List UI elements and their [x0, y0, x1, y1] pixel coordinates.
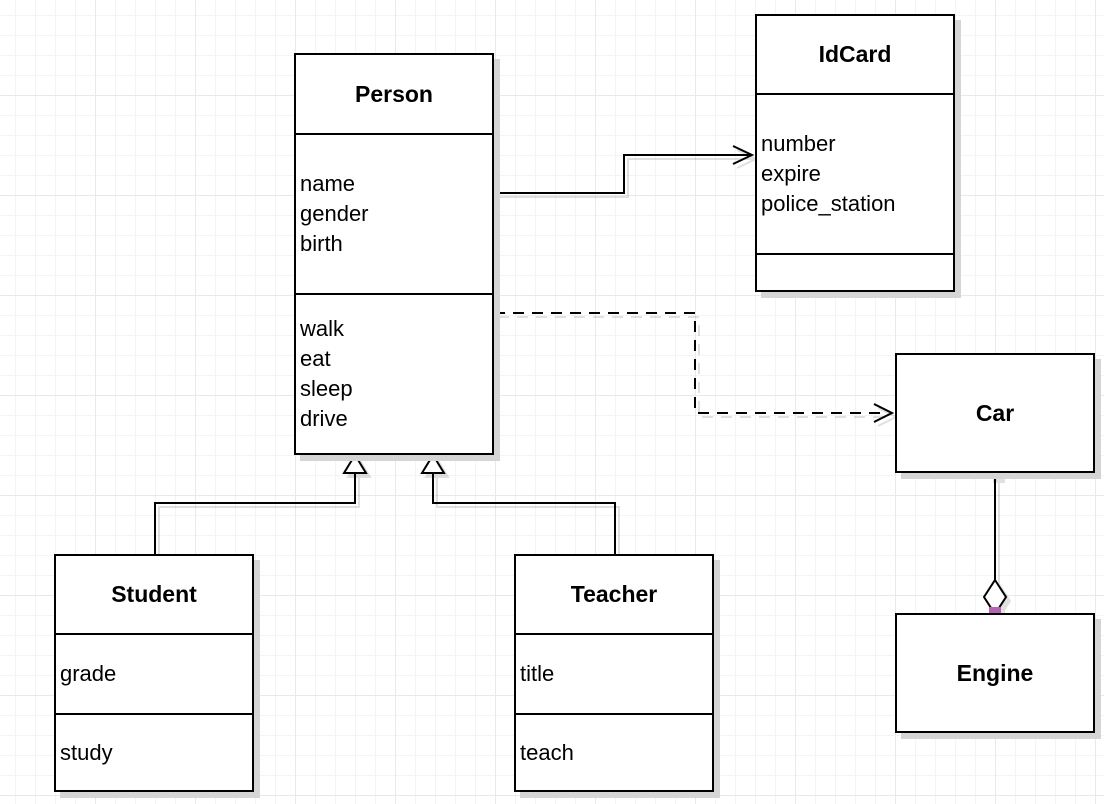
teacher-attributes-section: title: [516, 633, 712, 713]
class-title-teacher: Teacher: [570, 581, 658, 607]
teacher-methods-section: teach: [516, 713, 712, 790]
open-arrowhead-idcard: [732, 145, 755, 165]
hollow-triangle-teacher: [420, 453, 446, 474]
attribute-name: name: [300, 171, 356, 196]
attribute-expire: expire: [761, 161, 821, 186]
class-title-person: Person: [355, 80, 433, 107]
connector-person-car[interactable]: [494, 312, 888, 414]
class-box-teacher[interactable]: Teacher title teach: [514, 554, 714, 792]
class-title-car: Car: [975, 399, 1015, 426]
method-walk: walk: [300, 316, 345, 341]
idcard-methods-section: [757, 253, 953, 290]
attribute-grade: grade: [60, 661, 117, 686]
attribute-police-station: police_station: [761, 191, 896, 216]
class-box-student[interactable]: Student grade study: [54, 554, 254, 792]
connector-person-idcard[interactable]: [494, 154, 750, 194]
method-sleep: sleep: [300, 376, 353, 401]
class-box-person[interactable]: Person name gender birth walk eat sleep …: [294, 53, 494, 455]
method-teach: teach: [520, 739, 574, 765]
person-attributes-section: name gender birth: [296, 133, 492, 293]
class-box-car[interactable]: Car: [895, 353, 1095, 473]
student-attributes-section: grade: [56, 633, 252, 713]
class-title-engine: Engine: [956, 659, 1034, 686]
attribute-title: title: [520, 661, 555, 686]
method-drive: drive: [300, 406, 348, 431]
hollow-triangle-student: [342, 453, 368, 474]
attribute-gender: gender: [300, 201, 369, 226]
connector-teacher-person[interactable]: [432, 474, 616, 554]
class-title-idcard: IdCard: [818, 41, 892, 67]
class-box-idcard[interactable]: IdCard number expire police_station: [755, 14, 955, 292]
open-arrowhead-car: [873, 403, 895, 423]
idcard-attributes-section: number expire police_station: [757, 93, 953, 253]
method-study: study: [60, 739, 113, 765]
attribute-birth: birth: [300, 231, 343, 256]
method-eat: eat: [300, 346, 331, 371]
class-box-engine[interactable]: Engine: [895, 613, 1095, 733]
person-methods-section: walk eat sleep drive: [296, 293, 492, 453]
connector-student-person[interactable]: [154, 474, 356, 554]
attribute-number: number: [761, 131, 836, 156]
student-methods-section: study: [56, 713, 252, 790]
class-title-student: Student: [111, 581, 197, 607]
